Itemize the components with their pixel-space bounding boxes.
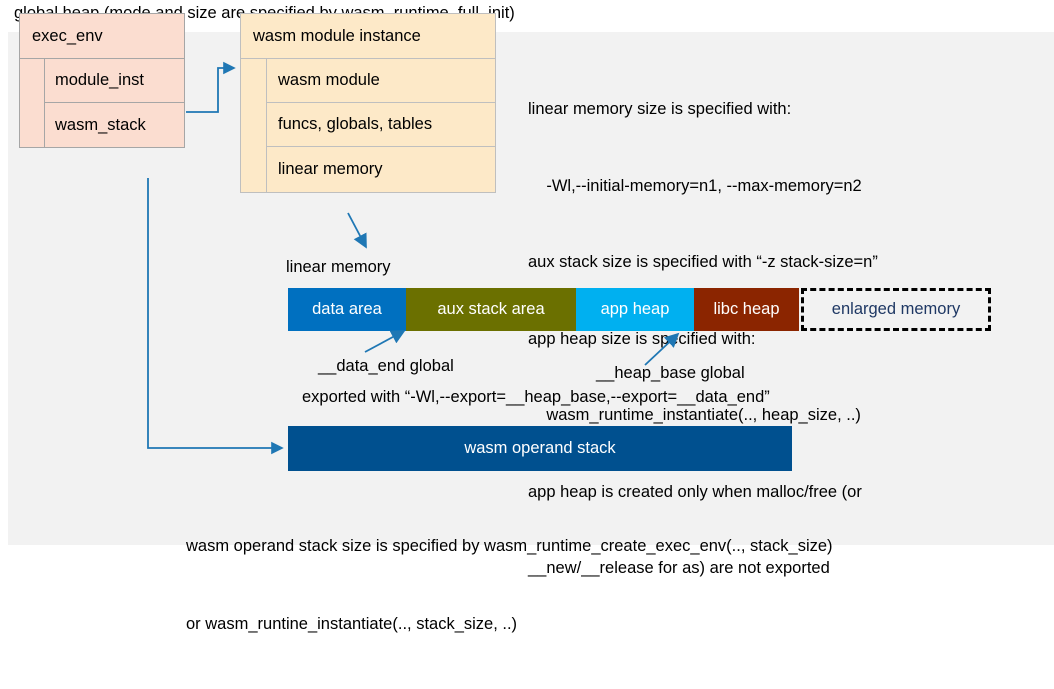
wasm-module-instance-rows: wasm module funcs, globals, tables linea… (267, 59, 495, 192)
note-line: wasm_runtime_instantiate(.., heap_size, … (528, 406, 861, 424)
exec-env-body: module_inst wasm_stack (20, 59, 184, 148)
segment-enlarged-memory: enlarged memory (801, 288, 991, 331)
note-line: app heap size is specified with: (528, 329, 756, 348)
bottom-note-line: or wasm_runtine_instantiate(.., stack_si… (186, 615, 518, 633)
wmi-row-funcs-globals-tables: funcs, globals, tables (267, 103, 495, 147)
wmi-row-linear-memory: linear memory (278, 159, 383, 178)
diagram-root: global heap (mode and size are specified… (8, 4, 1054, 633)
segment-data-area: data area (288, 288, 406, 331)
exec-env-row-wasm-stack: wasm_stack (55, 115, 146, 134)
note-line: app heap is created only when malloc/fre… (528, 482, 862, 501)
segment-app-heap: app heap (576, 288, 694, 331)
exec-env-indent (20, 59, 45, 148)
annotation-exported-with: exported with “-Wl,--export=__heap_base,… (302, 388, 770, 406)
bottom-note-line: wasm operand stack size is specified by … (186, 537, 833, 555)
operand-stack-notes: wasm operand stack size is specified by … (186, 481, 833, 689)
linear-memory-bar-label: linear memory (286, 258, 391, 276)
wasm-module-instance-indent (241, 59, 267, 192)
linear-memory-bar: data area aux stack area app heap libc h… (288, 288, 991, 331)
exec-env-box: exec_env module_inst wasm_stack (19, 13, 185, 148)
wmi-row-wasm-module: wasm module (267, 59, 495, 103)
linear-memory-notes: linear memory size is specified with: -W… (528, 46, 878, 633)
wasm-module-instance-box: wasm module instance wasm module funcs, … (240, 13, 496, 193)
exec-env-header: exec_env (20, 14, 184, 59)
annotation-data-end: __data_end global (318, 357, 454, 375)
exec-env-row-module-inst: module_inst (45, 59, 184, 103)
segment-libc-heap: libc heap (694, 288, 799, 331)
segment-aux-stack-area: aux stack area (406, 288, 576, 331)
exec-env-rows: module_inst wasm_stack (45, 59, 184, 148)
note-line: aux stack size is specified with “-z sta… (528, 253, 878, 271)
note-line: -Wl,--initial-memory=n1, --max-memory=n2 (528, 176, 862, 195)
wasm-module-instance-body: wasm module funcs, globals, tables linea… (241, 59, 495, 192)
wasm-module-instance-header: wasm module instance (241, 14, 495, 59)
annotation-heap-base: __heap_base global (596, 364, 745, 382)
note-line: linear memory size is specified with: (528, 100, 792, 118)
wasm-operand-stack-bar: wasm operand stack (288, 426, 792, 471)
